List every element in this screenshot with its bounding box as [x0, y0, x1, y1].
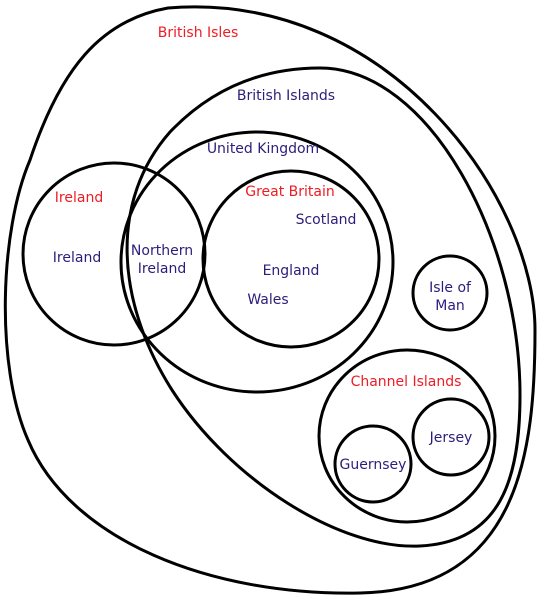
northern-ireland-label: Northern Ireland [131, 242, 193, 278]
channel-islands-outline [317, 348, 497, 524]
british-islands-outline [125, 66, 522, 548]
isle-of-man-label-line1: Isle of [429, 280, 471, 296]
scotland-label: Scotland [295, 212, 357, 228]
england-label: England [262, 263, 320, 279]
british-isles-label: British Isles [157, 25, 239, 41]
isle-of-man-outline [411, 254, 489, 332]
ireland-island-outline [21, 161, 207, 347]
northern-ireland-label-line2: Ireland [137, 261, 187, 277]
british-islands-label: British Islands [236, 88, 336, 104]
ireland-region-label: Ireland [52, 250, 102, 266]
ireland-group-label: Ireland [54, 190, 104, 206]
isle-of-man-label: Isle of Man [429, 279, 471, 315]
united-kingdom-label: United Kingdom [206, 141, 320, 157]
guernsey-label: Guernsey [339, 457, 407, 473]
great-britain-label: Great Britain [245, 184, 335, 200]
wales-label: Wales [247, 292, 289, 308]
united-kingdom-outline [119, 130, 395, 394]
isle-of-man-label-line2: Man [435, 298, 465, 314]
jersey-outline [411, 397, 491, 477]
guernsey-outline [333, 424, 413, 504]
northern-ireland-label-line1: Northern [130, 243, 194, 259]
channel-islands-label: Channel Islands [350, 374, 462, 390]
british-isles-outline [3, 5, 537, 595]
jersey-label: Jersey [429, 430, 473, 446]
great-britain-outline [201, 169, 381, 349]
